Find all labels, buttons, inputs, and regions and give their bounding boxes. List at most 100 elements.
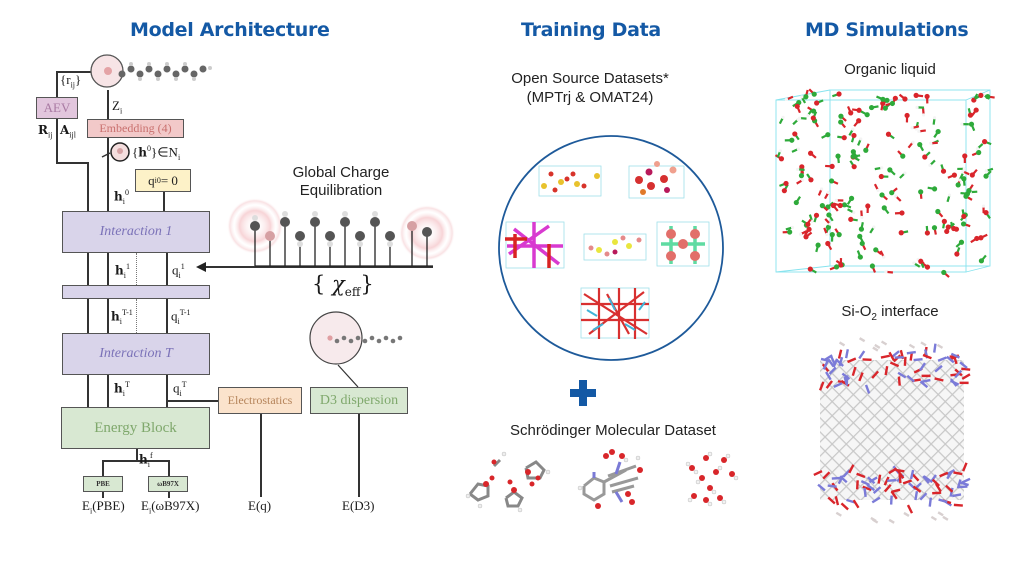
crystal-structure-icon [656, 221, 710, 267]
bond [959, 361, 968, 369]
atom [825, 232, 829, 237]
bond [835, 359, 844, 367]
bond [906, 374, 915, 383]
atom [829, 163, 835, 169]
connector [166, 374, 168, 408]
bond [864, 384, 871, 394]
atom [851, 127, 855, 131]
energy-block-box: Energy Block [61, 407, 210, 449]
atom [781, 115, 785, 119]
atom [825, 224, 832, 230]
atom [918, 258, 924, 264]
connector [56, 71, 92, 73]
charge-arrow-line [200, 266, 433, 268]
bond [932, 491, 942, 495]
atom [978, 92, 984, 98]
water-fragment [838, 341, 846, 347]
atom [947, 193, 952, 197]
bond [813, 470, 823, 476]
atom [825, 132, 831, 138]
atom [955, 182, 961, 188]
bond [825, 371, 832, 381]
bond [866, 483, 876, 492]
water-fragment [920, 341, 927, 347]
bond [953, 503, 963, 507]
connector [102, 460, 104, 476]
crystal-structure-icon [628, 161, 685, 199]
h0-label: hi0 [114, 188, 129, 206]
atom [910, 126, 914, 130]
bond [939, 471, 949, 478]
atom [810, 115, 816, 121]
bond [962, 462, 968, 472]
atom [814, 100, 820, 106]
bond [884, 365, 889, 376]
bond [858, 350, 866, 360]
bond [887, 478, 897, 483]
atom [932, 116, 937, 120]
bond [949, 378, 958, 387]
water-molecules-icon [685, 451, 739, 507]
atom [856, 107, 862, 113]
atom [864, 112, 870, 118]
bond [877, 474, 882, 484]
atom [982, 139, 988, 145]
atom [915, 105, 919, 109]
bond [952, 354, 958, 365]
connector [102, 491, 104, 498]
atom [803, 94, 809, 100]
atom [884, 97, 890, 103]
atom [865, 203, 871, 209]
bond [831, 476, 841, 480]
bond [919, 380, 929, 389]
atom [852, 210, 856, 215]
dotted-connector [136, 299, 137, 333]
bond [827, 496, 836, 505]
water-fragment [888, 518, 895, 524]
atom [807, 266, 813, 272]
atom [863, 147, 869, 153]
water-fragment [872, 518, 879, 524]
atom [784, 97, 789, 102]
atom [856, 118, 862, 124]
connector [166, 298, 168, 333]
crystal-structure-icon [505, 221, 565, 269]
atom [885, 131, 892, 137]
atom [973, 107, 979, 113]
atom [873, 247, 879, 253]
water-fragment [942, 515, 949, 521]
atom [940, 168, 947, 174]
atom [851, 164, 857, 170]
e-pbe-label: Ei(PBE) [82, 498, 125, 516]
atom [783, 180, 789, 187]
bond [961, 367, 971, 371]
crystal-structure-icon [538, 165, 602, 197]
bond [945, 484, 954, 493]
atom [858, 226, 865, 232]
bond [890, 490, 898, 500]
bond [880, 354, 890, 359]
atom [880, 166, 884, 170]
schrodinger-dataset-label: Schrödinger Molecular Dataset [510, 422, 716, 439]
electrostatics-box: Electrostatics [218, 387, 302, 414]
atom [803, 234, 809, 240]
atom [976, 149, 982, 156]
bond [848, 464, 855, 474]
bond [852, 499, 860, 509]
bond [825, 380, 834, 389]
d3-molecule-icon [309, 311, 403, 388]
connector [56, 162, 88, 164]
atom [911, 140, 915, 144]
e-d3-label: E(D3) [342, 498, 375, 513]
water-fragment [874, 343, 881, 349]
atom [978, 235, 984, 241]
interaction-1-box: Interaction 1 [62, 211, 210, 253]
atom [917, 129, 921, 133]
bond [958, 485, 968, 489]
atom [958, 178, 962, 182]
atom [951, 172, 957, 178]
bond [897, 376, 901, 386]
bond [913, 357, 923, 362]
bond [951, 493, 962, 498]
atom [882, 105, 888, 111]
